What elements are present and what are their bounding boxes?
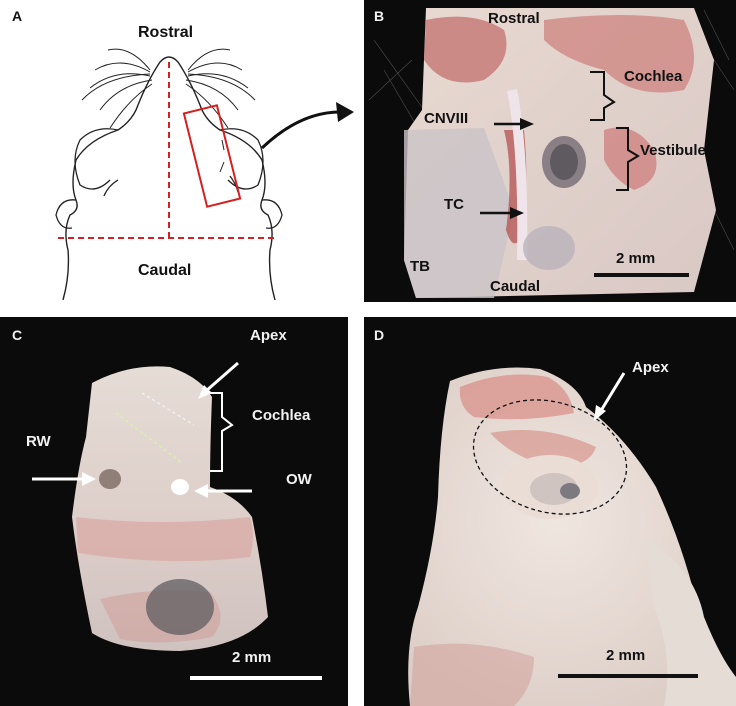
label-caudal-a: Caudal xyxy=(138,262,192,279)
whiskers xyxy=(81,48,256,129)
rat-head-drawing xyxy=(55,48,354,300)
dissection-box xyxy=(182,104,242,208)
label-vestibule: Vestibule xyxy=(640,142,706,159)
label-caudal-b: Caudal xyxy=(490,278,541,295)
panel-b-photo xyxy=(368,8,735,298)
apex-dashed-ellipse xyxy=(472,399,628,515)
label-tb: TB xyxy=(410,258,430,275)
cochlea-dash-1 xyxy=(141,392,195,426)
label-ow: OW xyxy=(286,471,312,488)
label-apex-d: Apex xyxy=(632,359,669,376)
label-rw: RW xyxy=(26,433,51,450)
cochlea-bracket xyxy=(590,71,616,121)
scale-label-d: 2 mm xyxy=(606,647,646,664)
panel-letter-d: D xyxy=(374,327,385,343)
label-cnviii: CNVIII xyxy=(424,110,469,127)
panel-letter-c: C xyxy=(12,327,23,343)
label-apex-c: Apex xyxy=(250,327,287,344)
panel-letter-b: B xyxy=(374,8,385,24)
panel-a: A Rostral Caudal xyxy=(0,0,356,300)
panel-c-photo xyxy=(32,361,322,680)
arrow-ow xyxy=(194,484,252,498)
panel-d: D Apex 2 mm xyxy=(364,317,736,706)
label-rostral-b: Rostral xyxy=(488,10,540,27)
panel-b: B Rostral Cochlea CNVIII Vestibule TC TB… xyxy=(364,0,736,302)
scale-label-c: 2 mm xyxy=(232,649,272,666)
label-tc: TC xyxy=(444,196,464,213)
arrow-rw xyxy=(32,472,96,486)
cochlea-dash-2 xyxy=(115,412,183,464)
label-cochlea-b: Cochlea xyxy=(624,68,683,85)
panel-d-photo xyxy=(408,367,736,706)
panel-c: C Apex Cochlea RW OW 2 mm xyxy=(0,317,348,706)
curved-arrow xyxy=(260,110,341,150)
panel-letter-a: A xyxy=(12,8,23,24)
arrow-tc xyxy=(480,207,524,219)
arrow-apex-d xyxy=(594,372,626,421)
cochlea-bracket-c xyxy=(210,392,234,472)
vestibule-bracket xyxy=(616,127,640,191)
label-rostral-a: Rostral xyxy=(138,24,194,41)
arrow-apex-c xyxy=(198,361,239,399)
scale-label-b: 2 mm xyxy=(616,250,656,267)
arrow-cnviii xyxy=(494,118,534,130)
label-cochlea-c: Cochlea xyxy=(252,407,311,424)
